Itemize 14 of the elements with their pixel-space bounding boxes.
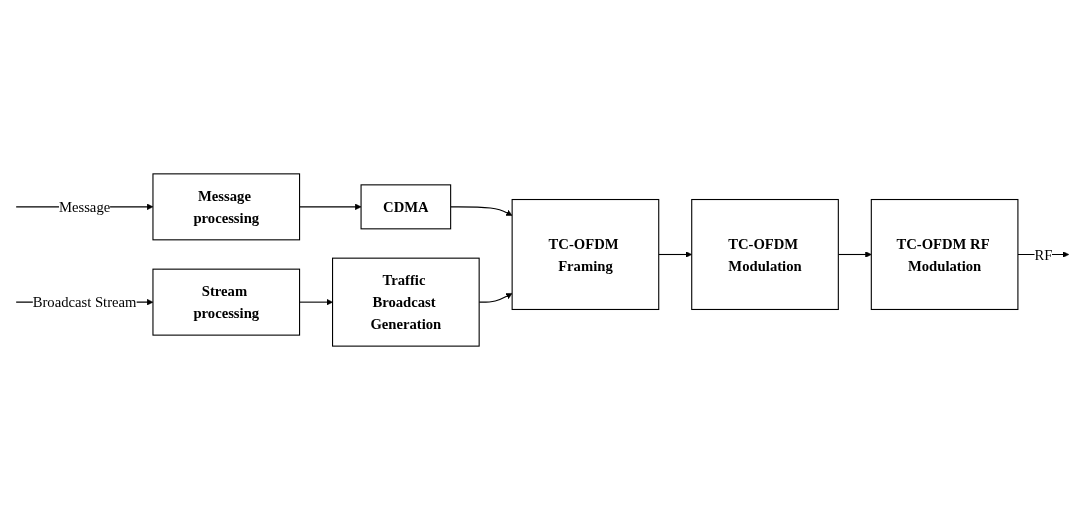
edge-label: Broadcast Stream [32, 293, 137, 310]
node-box: TC-OFDM Modulation [691, 198, 839, 310]
arrow [299, 298, 333, 305]
node-box: Message processing [152, 172, 301, 240]
node-box: CDMA [360, 183, 452, 229]
edge-label: RF [1034, 245, 1053, 263]
edge-label: Message [58, 198, 111, 215]
arrow [299, 203, 362, 210]
arrow [450, 205, 513, 216]
node-box: TC-OFDM RF Modulation [870, 198, 1019, 310]
node-box: Traffic Broadcast Generation [332, 257, 480, 347]
node-box: TC-OFDM Framing [511, 198, 660, 310]
node-box: Stream processing [152, 268, 301, 336]
arrow [658, 250, 692, 258]
